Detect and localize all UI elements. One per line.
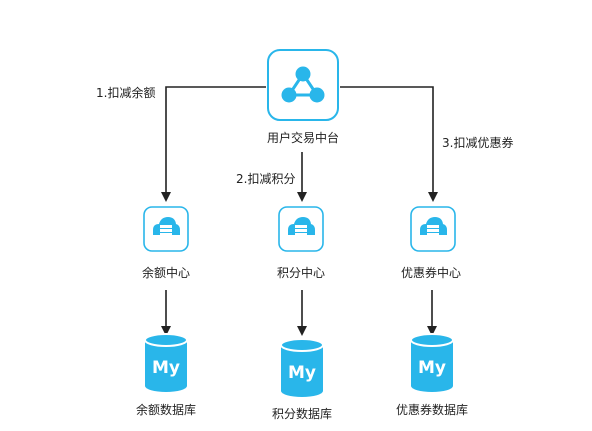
service-node-balance[interactable]	[143, 206, 189, 252]
edge-label-coupon: 3.扣减优惠券	[442, 135, 513, 150]
mysql-database-icon: My	[280, 338, 324, 397]
service-label-points: 积分中心	[277, 265, 325, 280]
cloud-server-icon	[420, 217, 447, 236]
mysql-logo-text: My	[418, 358, 446, 378]
connector-balance	[161, 86, 266, 202]
database-label-coupon: 优惠券数据库	[396, 402, 468, 417]
database-points[interactable]: My	[280, 338, 324, 397]
mysql-logo-text: My	[152, 358, 180, 378]
trading-platform-node[interactable]	[267, 49, 339, 121]
mysql-database-icon: My	[410, 333, 454, 392]
trading-platform-label: 用户交易中台	[267, 130, 339, 145]
edge-label-points: 2.扣减积分	[236, 172, 295, 186]
database-balance[interactable]: My	[144, 333, 188, 392]
database-coupon[interactable]: My	[410, 333, 454, 392]
database-label-points: 积分数据库	[272, 406, 332, 421]
edge-label-balance: 1.扣减余额	[96, 85, 155, 100]
cloud-server-icon	[288, 217, 315, 236]
cloud-server-icon	[153, 217, 180, 236]
service-label-balance: 余额中心	[142, 265, 190, 280]
mysql-database-icon: My	[144, 333, 188, 392]
service-node-points[interactable]	[278, 206, 324, 252]
service-label-coupon: 优惠券中心	[401, 265, 461, 280]
mysql-logo-text: My	[288, 363, 316, 383]
share-network-icon	[281, 66, 325, 103]
service-node-coupon[interactable]	[410, 206, 456, 252]
connector-coupon	[340, 86, 438, 202]
database-label-balance: 余额数据库	[136, 402, 196, 417]
